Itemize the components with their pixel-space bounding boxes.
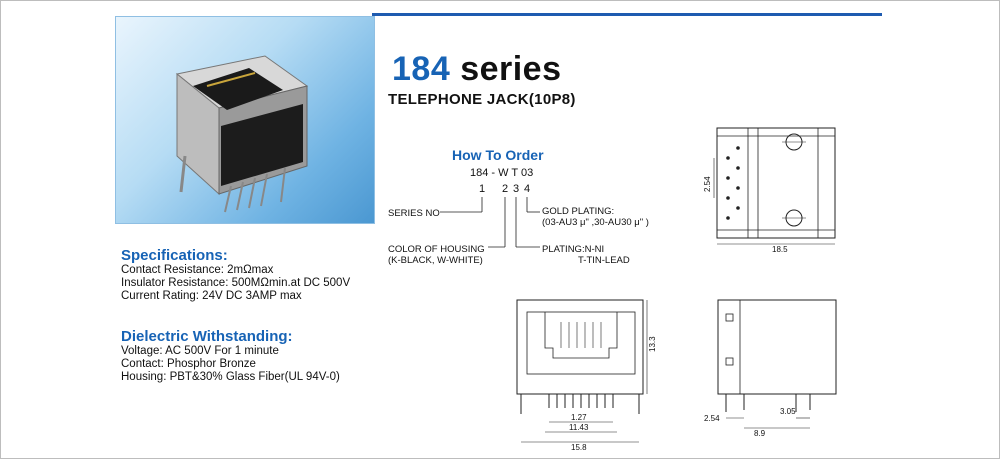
order-digit-1: 1 <box>479 183 486 195</box>
drawing-top-view: 18.5 2.54 <box>703 127 836 254</box>
header-rule <box>372 13 882 16</box>
dim-side-width: 8.9 <box>754 429 766 438</box>
dim-front-height: 13.3 <box>648 336 657 352</box>
product-title: 184 series <box>392 50 562 89</box>
label-color-options: (K-BLACK, W-WHITE) <box>388 255 483 266</box>
dielectric-heading: Dielectric Withstanding: <box>121 328 293 345</box>
dielectric-voltage: Voltage: AC 500V For 1 minute <box>121 345 279 357</box>
dim-front-pitch: 1.27 <box>571 413 587 422</box>
specifications-heading: Specifications: <box>121 247 228 264</box>
spec-contact-resistance: Contact Resistance: 2mΩmax <box>121 264 274 276</box>
dim-side-left: 2.54 <box>704 414 720 423</box>
label-gold-options: (03-AU3 μ" ,30-AU30 μ" ) <box>542 217 649 228</box>
dielectric-housing: Housing: PBT&30% Glass Fiber(UL 94V-0) <box>121 371 340 383</box>
spec-current-rating: Current Rating: 24V DC 3AMP max <box>121 290 302 302</box>
label-plating: PLATING:N-NI <box>542 244 605 255</box>
order-digit-4: 4 <box>524 183 531 195</box>
drawing-side-view: 2.54 3.05 8.9 <box>704 299 837 438</box>
spec-insulator-resistance: Insulator Resistance: 500MΩmin.at DC 500… <box>121 277 351 289</box>
order-digit-2: 2 <box>502 183 509 195</box>
product-photo <box>115 16 375 224</box>
product-subtitle: TELEPHONE JACK(10P8) <box>388 91 576 108</box>
order-digit-3: 3 <box>513 183 520 195</box>
label-color-of-housing: COLOR OF HOUSING <box>388 244 485 255</box>
label-series-no: SERIES NO <box>388 208 440 219</box>
order-code: 184 - W T 03 <box>470 167 534 179</box>
dim-front-width: 15.8 <box>571 443 587 452</box>
label-plating-tin: T-TIN-LEAD <box>578 255 630 266</box>
dielectric-contact: Contact: Phosphor Bronze <box>121 358 256 370</box>
dim-front-span: 11.43 <box>569 423 589 432</box>
title-series-word: series <box>460 50 562 88</box>
rj-jack-illustration <box>175 55 309 213</box>
label-gold-plating: GOLD PLATING: <box>542 206 615 217</box>
dim-side-pitch: 3.05 <box>780 407 796 416</box>
title-series-number: 184 <box>392 50 451 88</box>
how-to-order-heading: How To Order <box>452 147 544 163</box>
drawing-front-view: 13.3 1.27 11.43 15.8 <box>516 299 657 452</box>
dim-top-width: 18.5 <box>772 245 788 254</box>
dim-top-height: 2.54 <box>703 176 712 192</box>
